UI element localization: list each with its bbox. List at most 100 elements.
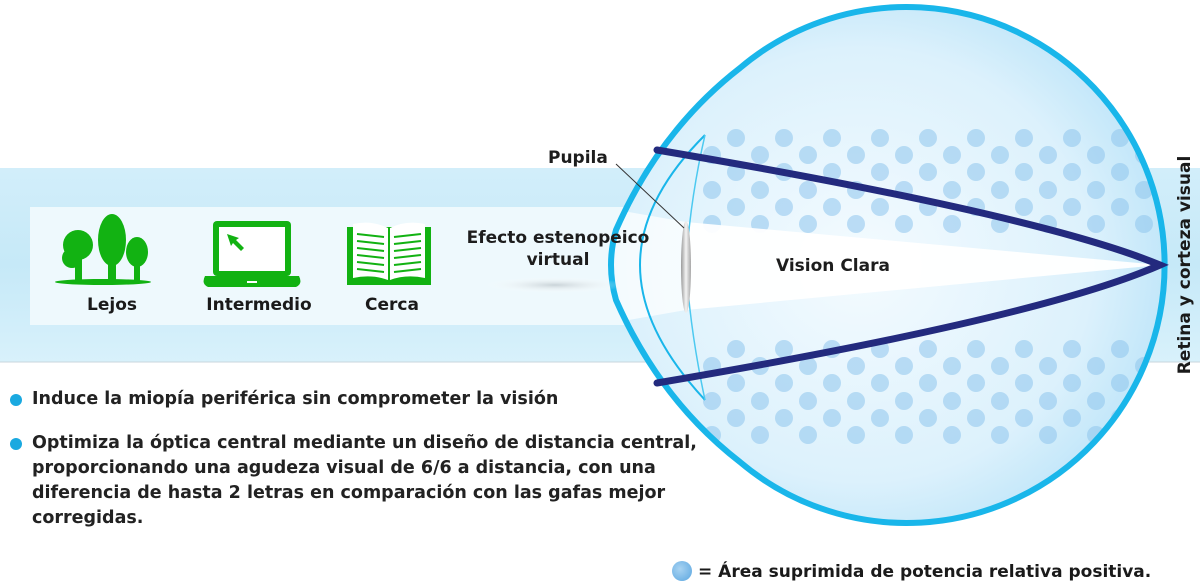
suppressed-area-dot	[799, 426, 817, 444]
laptop-icon	[203, 221, 301, 287]
suppressed-area-dot	[703, 392, 721, 410]
suppressed-area-dot	[1135, 392, 1153, 410]
suppressed-area-dot	[823, 129, 841, 147]
suppressed-area-dot	[1063, 340, 1081, 358]
suppressed-area-dot	[895, 146, 913, 164]
suppressed-area-dot	[823, 198, 841, 216]
suppressed-area-dot	[1087, 357, 1105, 375]
suppressed-area-dot	[703, 181, 721, 199]
suppressed-area-dot	[1063, 374, 1081, 392]
suppressed-area-dot	[775, 198, 793, 216]
cornea-line	[638, 134, 706, 401]
suppressed-area-dot	[967, 129, 985, 147]
suppressed-area-dot	[1015, 340, 1033, 358]
suppressed-area-dot	[1135, 426, 1153, 444]
suppressed-area-dot	[967, 374, 985, 392]
suppressed-area-dot	[919, 374, 937, 392]
suppressed-area-dot	[1015, 198, 1033, 216]
suppressed-area-dot	[1087, 392, 1105, 410]
suppressed-area-dot	[991, 181, 1009, 199]
suppressed-area-dot	[751, 146, 769, 164]
suppressed-area-dot	[1183, 392, 1200, 410]
legend-dot-icon	[672, 561, 692, 581]
suppressed-area-dot	[1063, 198, 1081, 216]
suppressed-area-dot	[775, 409, 793, 427]
suppressed-area-dot	[1039, 392, 1057, 410]
suppressed-area-dot	[919, 340, 937, 358]
suppressed-area-dot	[1159, 374, 1165, 392]
suppressed-area-dot	[871, 129, 889, 147]
suppressed-area-dot	[1159, 129, 1165, 147]
pupil-pointer-line	[615, 163, 685, 229]
suppressed-area-dot	[943, 357, 961, 375]
suppressed-area-dot	[967, 340, 985, 358]
suppressed-area-dot	[919, 163, 937, 181]
suppressed-area-dot	[1063, 409, 1081, 427]
suppressed-area-dot	[895, 426, 913, 444]
bullet-item: Optimiza la óptica central mediante un d…	[10, 431, 722, 531]
bullet-text: Optimiza la óptica central mediante un d…	[32, 433, 697, 528]
suppressed-area-dot	[799, 181, 817, 199]
suppressed-area-dot	[847, 426, 865, 444]
suppressed-area-dot	[871, 198, 889, 216]
suppressed-area-dot	[1111, 163, 1129, 181]
suppressed-area-dot	[943, 392, 961, 410]
suppressed-area-dot	[799, 215, 817, 233]
suppressed-area-dot	[823, 409, 841, 427]
suppressed-area-dot	[919, 129, 937, 147]
suppressed-area-dot	[847, 357, 865, 375]
suppressed-area-dot	[919, 409, 937, 427]
suppressed-area-dot	[1087, 146, 1105, 164]
suppressed-area-dot	[799, 357, 817, 375]
suppressed-area-dot	[991, 426, 1009, 444]
pupil-lens	[681, 221, 691, 313]
suppressed-area-dot	[1111, 340, 1129, 358]
suppressed-area-dot	[943, 426, 961, 444]
suppressed-area-dot	[1039, 181, 1057, 199]
suppressed-area-dot	[751, 392, 769, 410]
suppressed-area-dot	[727, 129, 745, 147]
suppressed-area-dot	[799, 146, 817, 164]
suppressed-area-dot	[1183, 426, 1200, 444]
suppressed-area-dot	[1039, 426, 1057, 444]
clear-vision-cone	[686, 222, 1160, 310]
suppressed-area-dot	[895, 357, 913, 375]
suppressed-area-dot	[967, 163, 985, 181]
bullet-dot-icon	[10, 394, 22, 406]
suppressed-area-dot	[847, 146, 865, 164]
suppressed-area-dot	[751, 181, 769, 199]
suppressed-area-dot	[1087, 215, 1105, 233]
suppressed-area-dot	[1111, 198, 1129, 216]
inner-band	[30, 207, 630, 325]
suppressed-area-dot	[967, 409, 985, 427]
suppressed-area-dot	[823, 163, 841, 181]
bullet-text: Induce la miopía periférica sin comprome…	[32, 389, 559, 409]
suppressed-area-dot	[1015, 163, 1033, 181]
suppressed-area-dot	[775, 129, 793, 147]
suppressed-area-dot	[1063, 163, 1081, 181]
suppressed-area-dot	[1015, 409, 1033, 427]
pinhole-label-line1: Efecto estenopeico	[466, 228, 650, 248]
bullet-item: Induce la miopía periférica sin comprome…	[10, 387, 722, 412]
suppressed-area-dot	[1111, 129, 1129, 147]
suppressed-area-dot	[847, 392, 865, 410]
suppressed-area-dot	[727, 409, 745, 427]
trees-icon	[55, 214, 151, 285]
eye-outline	[608, 4, 1168, 526]
suppressed-area-dot	[775, 374, 793, 392]
pupil-label: Pupila	[548, 148, 608, 168]
suppressed-area-dot	[871, 374, 889, 392]
icon-label-near: Cerca	[365, 295, 419, 315]
icon-label-far: Lejos	[87, 295, 137, 315]
suppressed-area-dot	[1111, 374, 1129, 392]
suppressed-area-dot	[727, 340, 745, 358]
suppressed-area-dot	[1135, 181, 1153, 199]
suppressed-area-dot	[1039, 357, 1057, 375]
suppressed-area-dot	[871, 409, 889, 427]
suppressed-area-dot	[847, 215, 865, 233]
suppressed-area-dot	[823, 374, 841, 392]
book-icon	[347, 222, 431, 285]
suppressed-area-dot	[895, 392, 913, 410]
suppressed-area-dot	[1135, 215, 1153, 233]
